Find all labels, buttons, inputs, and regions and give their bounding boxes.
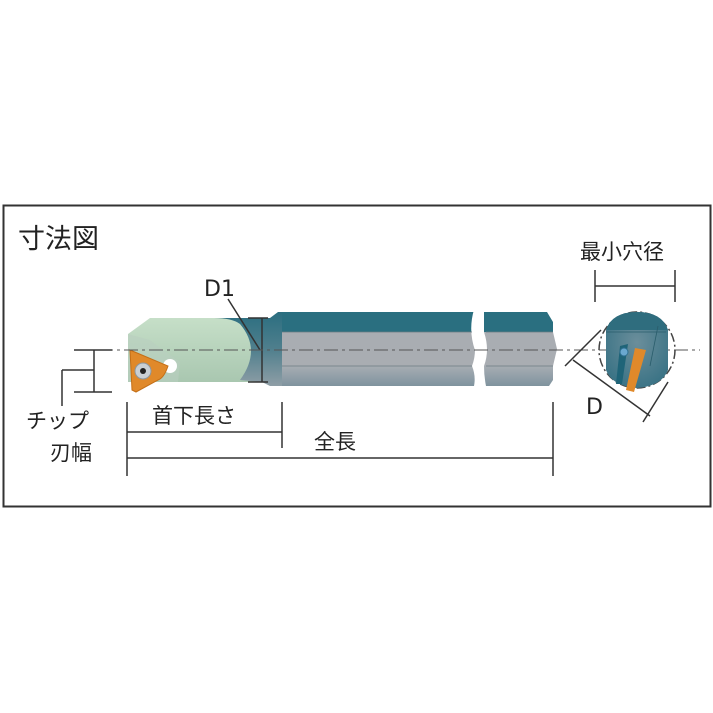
min-bore-dimension xyxy=(594,270,676,302)
tip-width-dimension xyxy=(61,349,112,406)
neck-length-label: 首下長さ xyxy=(152,404,236,428)
cutting-insert xyxy=(129,349,169,393)
tip-width-label-line1: チップ xyxy=(26,409,89,433)
end-view xyxy=(598,311,676,392)
d-label: D xyxy=(586,395,603,420)
overall-length-dimension xyxy=(127,402,554,476)
min-bore-label: 最小穴径 xyxy=(580,240,664,264)
d1-label: D1 xyxy=(204,277,235,302)
tip-width-label-line2: 刃幅 xyxy=(50,441,92,465)
d-dimension xyxy=(564,329,669,423)
overall-length-label: 全長 xyxy=(314,430,356,454)
diagram-title: 寸法図 xyxy=(18,224,99,255)
neck-length-dimension xyxy=(126,402,283,476)
tool-shank xyxy=(280,309,557,389)
